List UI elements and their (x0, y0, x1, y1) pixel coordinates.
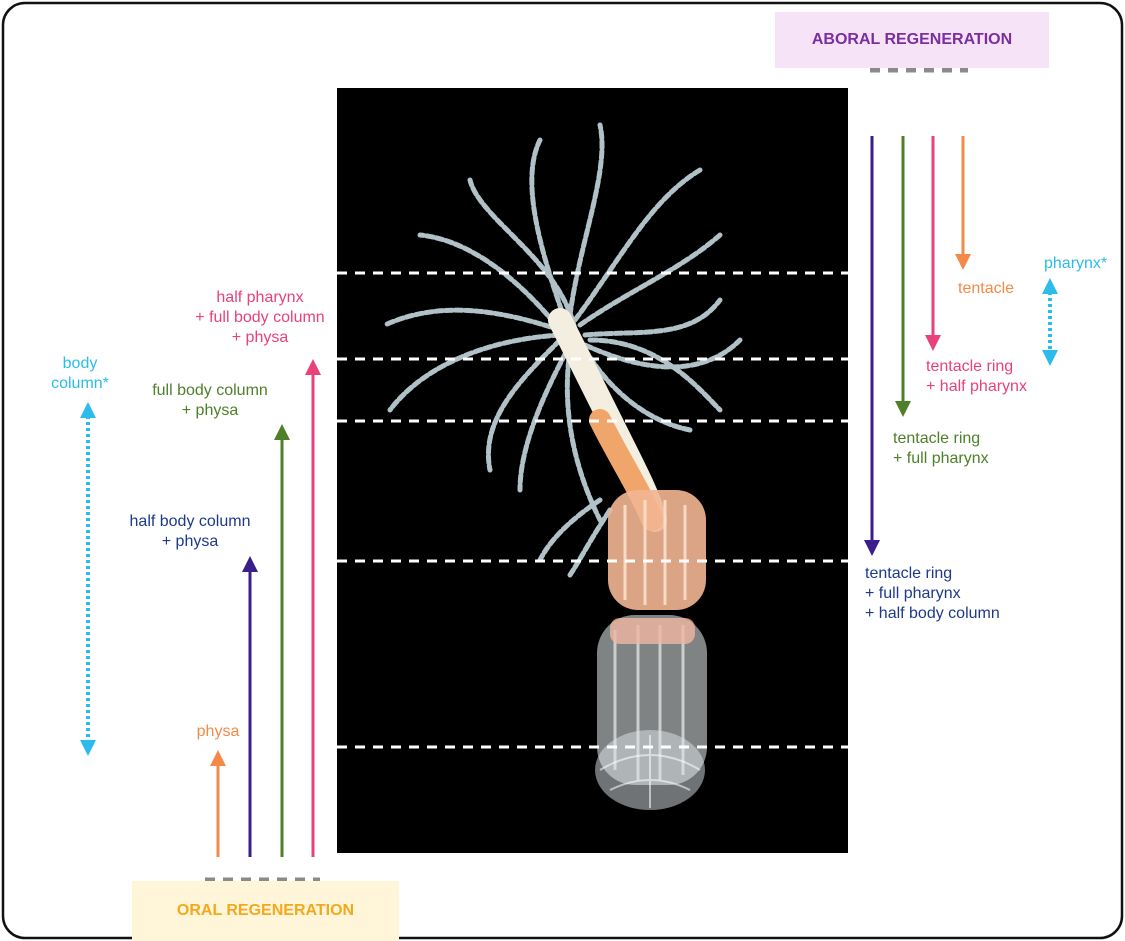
label-half-pharynx-oral: half pharynx + full body column + physa (180, 288, 340, 348)
label-full-body-column: full body column + physa (110, 381, 310, 421)
oral-banner-title: ORAL REGENERATION (177, 902, 354, 919)
label-half-body-column-line1: half body column (90, 512, 290, 532)
label-pharynx-star: pharynx* (1044, 254, 1107, 274)
label-half-pharynx-line3: + physa (180, 328, 340, 348)
aboral-banner-title: ABORAL REGENERATION (812, 31, 1012, 48)
label-trhp-line2: + half pharynx (926, 377, 1027, 397)
label-physa-text: physa (197, 723, 240, 740)
label-half-body-column-line2: + physa (90, 532, 290, 552)
label-trfphb-line2: + full pharynx (865, 584, 1000, 604)
label-body-column-star: body column* (30, 354, 130, 394)
oral-banner: ORAL REGENERATION (132, 881, 399, 941)
label-tentacle-ring-half-pharynx: tentacle ring + half pharynx (926, 357, 1027, 397)
label-trfp-line1: tentacle ring (893, 429, 989, 449)
label-trfphb-line1: tentacle ring (865, 564, 1000, 584)
label-tentacle-ring-full-pharynx: tentacle ring + full pharynx (893, 429, 989, 469)
label-pharynx-star-text: pharynx* (1044, 255, 1107, 272)
aboral-banner: ABORAL REGENERATION (775, 12, 1049, 68)
label-physa: physa (168, 722, 268, 742)
label-body-column-line2: column* (30, 374, 130, 394)
label-trhp-line1: tentacle ring (926, 357, 1027, 377)
label-half-pharynx-line2: + full body column (180, 308, 340, 328)
label-full-body-column-line1: full body column (110, 381, 310, 401)
label-tentacle-ring-full-pharynx-half-body: tentacle ring + full pharynx + half body… (865, 564, 1000, 624)
label-half-pharynx-line1: half pharynx (180, 288, 340, 308)
label-half-body-column: half body column + physa (90, 512, 290, 552)
label-tentacle-text: tentacle (958, 280, 1014, 297)
label-full-body-column-line2: + physa (110, 401, 310, 421)
label-tentacle: tentacle (958, 279, 1014, 299)
label-trfphb-line3: + half body column (865, 604, 1000, 624)
label-body-column-line1: body (30, 354, 130, 374)
label-trfp-line2: + full pharynx (893, 449, 989, 469)
